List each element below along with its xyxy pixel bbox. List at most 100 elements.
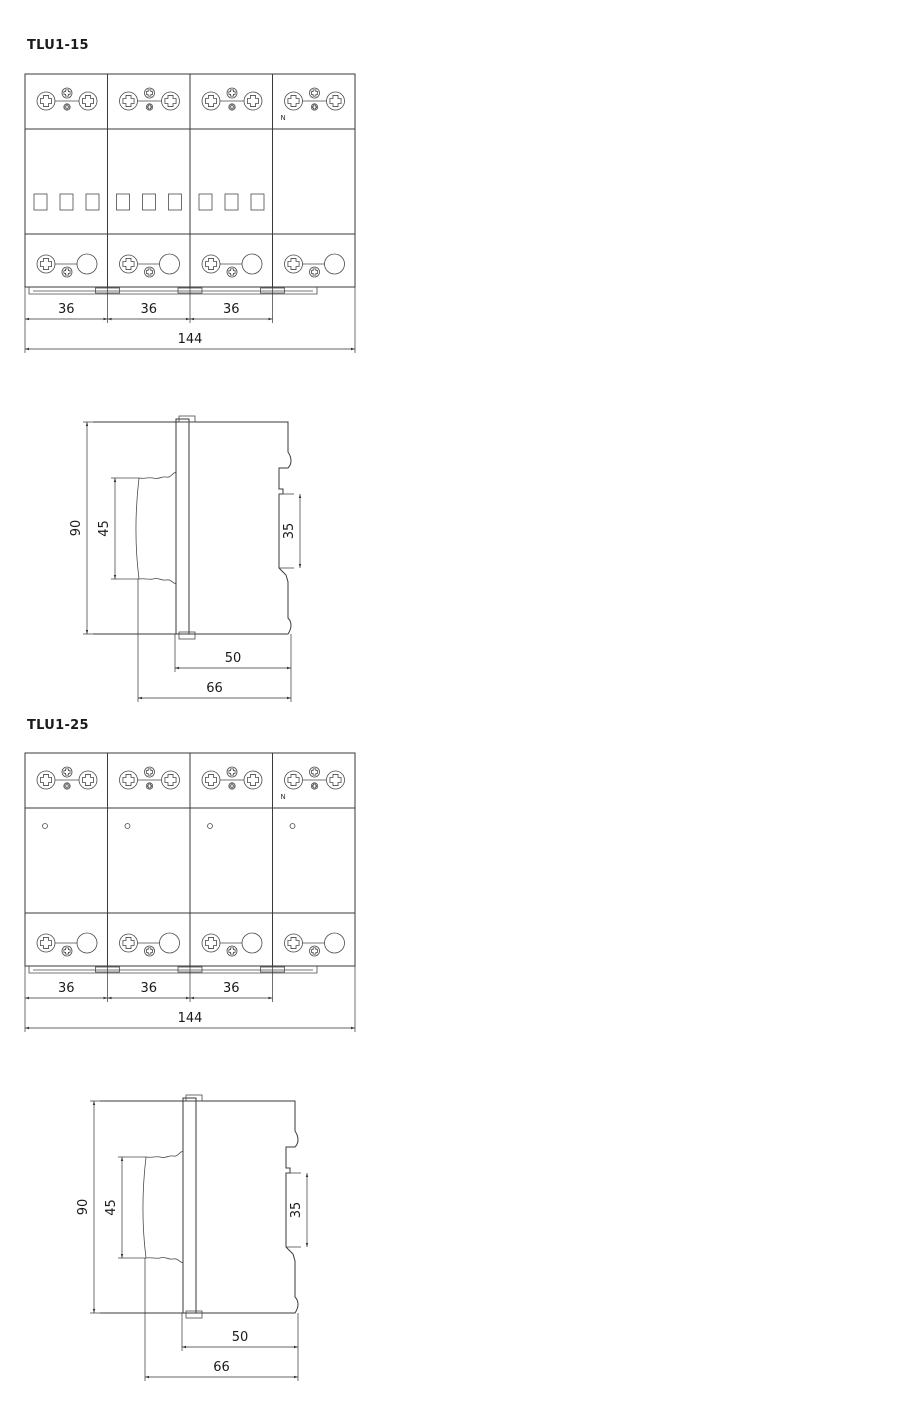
screw-icon [201,91,221,111]
screw-icon [284,91,303,111]
screw-icon [119,254,138,274]
din-clip [28,287,318,295]
screw-icon [119,91,138,111]
depth-inner-dim-label: 50 [225,651,242,666]
status-window [198,193,213,211]
screw-icon [36,770,56,790]
terminal-hole [324,253,345,275]
screw-icon [36,254,56,274]
rail-width-dim-label: 35 [289,1202,304,1219]
status-window [250,193,265,211]
screw-icon [201,770,221,790]
housing-outline [100,1100,299,1314]
terminal-hole [159,253,180,275]
screw-icon [144,266,155,278]
terminal-hole [241,932,263,954]
indicator-dot [207,823,213,829]
screw-icon [284,254,303,274]
screw-icon [119,933,138,953]
screw-icon [144,945,155,957]
pole-width-dim-label: 36 [140,302,157,317]
screw-icon [61,766,73,778]
screw-icon [36,933,56,953]
screw-icon [61,266,73,278]
depth-total-dim-label: 66 [206,681,223,696]
terminal-hole [159,932,180,954]
rail-width-dim-label: 35 [282,523,297,540]
status-window [85,193,100,211]
screw-icon [284,770,303,790]
screw-icon [228,103,236,111]
screw-icon [78,91,98,111]
screw-icon [310,782,319,790]
screw-icon [63,103,71,111]
cover-bottom-edge [125,1257,184,1264]
screw-icon [119,770,138,790]
top-cap [178,415,196,423]
total-width-dim-label: 144 [178,1011,203,1026]
status-window [224,193,239,211]
screw-icon [243,91,263,111]
center-stem [182,1097,197,1314]
screw-icon [228,782,236,790]
screw-icon [144,87,155,99]
neutral-label: N [281,793,286,801]
screw-icon [36,91,56,111]
screw-icon [145,782,154,790]
screw-icon [61,945,73,957]
screw-icon [161,91,180,111]
screw-icon [201,933,221,953]
section-title-tlu1-15: TLU1-15 [27,38,89,53]
bottom-cap [185,1310,203,1319]
screw-icon [309,266,320,278]
screw-icon [61,87,73,99]
status-window [116,193,130,211]
screw-icon [144,766,155,778]
status-window [168,193,182,211]
terminal-hole [76,932,98,954]
mount-height-dim-label: 45 [104,1199,119,1216]
status-window [59,193,74,211]
screw-icon [161,770,180,790]
screw-icon [309,87,320,99]
screw-icon [309,945,320,957]
screw-icon [226,87,238,99]
status-window [33,193,48,211]
cover-bottom-edge [118,578,177,585]
depth-inner-dim-label: 50 [232,1330,249,1345]
screw-icon [63,782,71,790]
indicator-dot [42,823,48,829]
cover-top-edge [125,1150,184,1158]
height-dim-label: 90 [69,520,84,537]
screw-icon [326,770,345,790]
bottom-cap [178,631,196,640]
indicator-dot [124,823,131,829]
housing-outline [93,421,292,635]
screw-icon [226,766,238,778]
indicator-dot [289,823,296,829]
total-width-dim-label: 144 [178,332,203,347]
status-window [142,193,156,211]
height-dim-label: 90 [76,1199,91,1216]
screw-icon [310,103,319,111]
terminal-hole [324,932,345,954]
screw-icon [309,766,320,778]
screw-icon [145,103,154,111]
pole-width-dim-label: 36 [58,981,75,996]
din-clip [28,966,318,974]
top-cap [185,1094,203,1102]
pole-width-dim-label: 36 [58,302,75,317]
cover-front-face [142,1156,147,1259]
screw-icon [326,91,345,111]
depth-total-dim-label: 66 [213,1360,230,1375]
screw-icon [78,770,98,790]
screw-icon [201,254,221,274]
screw-icon [226,266,238,278]
terminal-hole [241,253,263,275]
pole-width-dim-label: 36 [223,981,240,996]
mount-height-dim-label: 45 [97,520,112,537]
